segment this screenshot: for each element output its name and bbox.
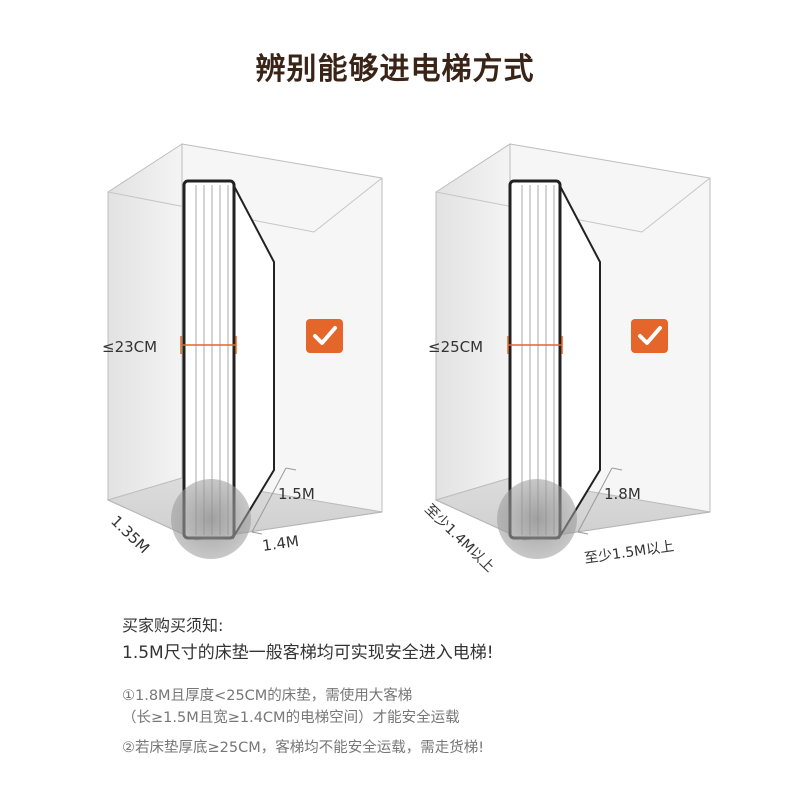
thickness-label-left: ≤23CM [102,338,157,356]
height-label-left: 1.5M [278,485,315,503]
elevator-diagram: ≤23CM 1.5M 1.4M 1.35M ≤25CM [102,143,711,576]
thickness-marker-right [507,336,563,354]
note-line-3: ②若床垫厚底≥25CM，客梯均不能安全运载，需走货梯! [122,740,485,756]
check-icon [306,319,343,353]
height-indicator-right [577,467,623,535]
note-line-1: ①1.8M且厚度<25CM的床垫，需使用大客梯 [122,688,413,704]
width-label-right: 至少1.5M以上 [583,539,675,567]
mattress-right [508,179,601,540]
mattress-left [182,179,275,540]
note-line-2: （长≥1.5M且宽≥1.4CM的电梯空间）才能安全运载 [122,710,460,726]
check-icon [631,319,668,353]
thickness-label-right: ≤25CM [428,338,483,356]
height-label-right: 1.8M [604,485,641,503]
notes-main-line: 1.5M尺寸的床垫一般客梯均可实现安全进入电梯! [122,643,494,663]
height-indicator-left [251,467,297,535]
shadow-circle-right [497,479,577,559]
notes-heading: 买家购买须知: [122,616,224,635]
thickness-marker-left [180,336,237,354]
depth-label-left: 1.35M [107,512,153,557]
width-label-left: 1.4M [261,532,300,555]
shadow-circle-left [171,479,251,559]
page-title: 辨别能够进电梯方式 [255,52,535,87]
